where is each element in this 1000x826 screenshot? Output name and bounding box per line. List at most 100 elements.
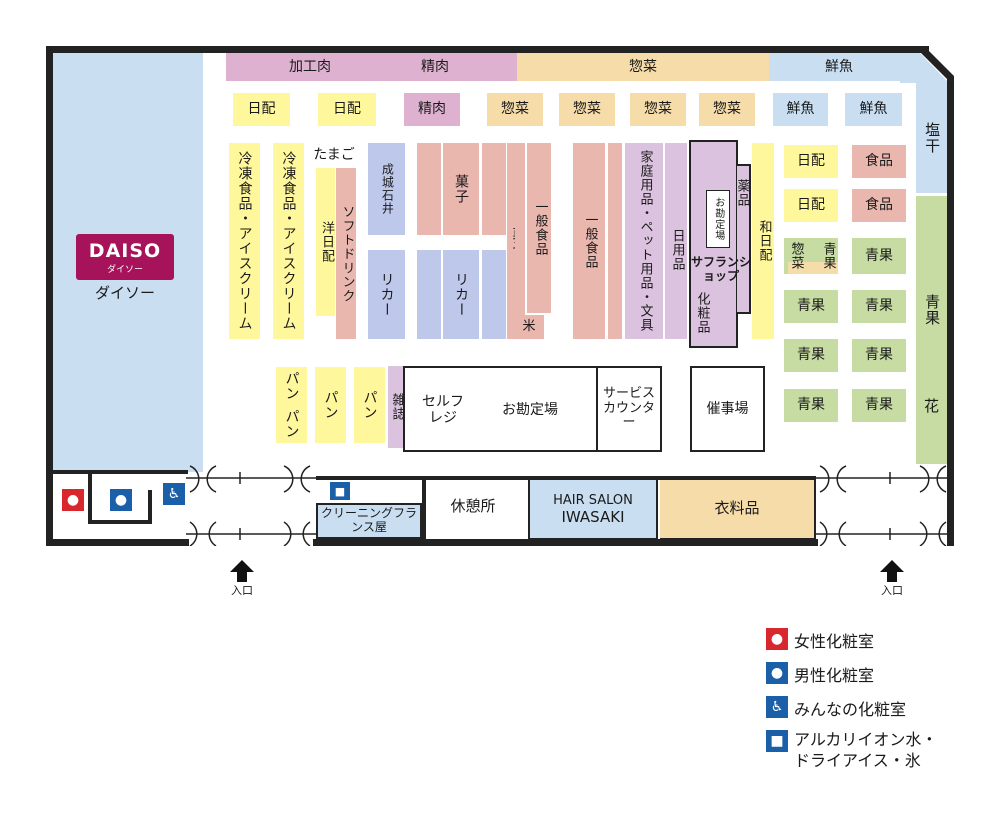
aisle-frozen-1: 冷凍食品・アイスクリーム bbox=[229, 143, 260, 339]
legend: ● 女性化粧室 ● 男性化粧室 ♿ みんなの化粧室 ■ アルカリイオン水・ ドラ… bbox=[766, 628, 986, 772]
shelf-produce-r7: 青果 bbox=[852, 389, 906, 422]
shelf-bread-3: パン bbox=[354, 367, 385, 443]
aisle-general-food-1: 一般食品 bbox=[527, 143, 551, 313]
aisle-shelf-f bbox=[608, 143, 622, 339]
legend-label: アルカリイオン水・ ドライアイス・氷 bbox=[794, 730, 938, 770]
restroom-wall-top bbox=[53, 470, 188, 474]
shelf-deli-strip bbox=[788, 262, 838, 274]
shelf-magazines: 雑誌 bbox=[388, 366, 404, 448]
restroom-wall-3 bbox=[148, 490, 152, 524]
water-ice-icon: ■ bbox=[766, 730, 788, 752]
top-band-meat bbox=[226, 53, 517, 81]
female-restroom-icon: ● bbox=[766, 628, 788, 650]
saffron-checkout: お勘定場 bbox=[706, 190, 730, 248]
shelf-produce-r2: 青果 bbox=[784, 290, 838, 323]
water-ice-icon: ■ bbox=[330, 482, 350, 500]
event-space: 催事場 bbox=[690, 366, 765, 452]
zone-dried-fish: 塩干 bbox=[916, 83, 947, 193]
aisle-liquor-2: リカー bbox=[443, 250, 479, 339]
shelf-produce-r3: 青果 bbox=[852, 290, 906, 323]
aisle-shelf-d bbox=[482, 250, 506, 339]
entrance-label-left: 入口 bbox=[231, 583, 253, 597]
wall-bottom-mid bbox=[313, 539, 818, 546]
entrance-label-right: 入口 bbox=[881, 583, 903, 597]
zone-deli: 惣菜 bbox=[517, 53, 769, 81]
shelf-produce-r1: 青果 bbox=[852, 238, 906, 274]
shelf-daily-2: 日配 bbox=[318, 93, 376, 126]
shelf-meat: 精肉 bbox=[404, 93, 460, 126]
zone-flowers-label: 花 bbox=[923, 397, 939, 416]
daiso-logo-sub: ダイソー bbox=[106, 264, 143, 275]
zone-processed-meat: 加工肉 bbox=[289, 58, 331, 75]
zone-fish: 鮮魚 bbox=[769, 53, 909, 81]
accessible-restroom-icon: ♿ bbox=[766, 696, 788, 718]
zone-produce-flowers bbox=[916, 196, 947, 464]
checkout-label: お勘定場 bbox=[502, 401, 558, 418]
daiso-logo: DAISO ダイソー bbox=[76, 234, 174, 280]
legend-item: ● 女性化粧室 bbox=[766, 628, 986, 652]
checkout-area bbox=[403, 366, 765, 452]
aisle-shelf-g bbox=[665, 143, 687, 339]
aisle-japanese-daily: 和日配 bbox=[752, 143, 774, 339]
aisle-shelf-c bbox=[482, 143, 506, 235]
shelf-bread-1 bbox=[276, 367, 307, 443]
rest-area-wall bbox=[434, 476, 496, 479]
cleaning-shop[interactable]: クリーニングフランス屋 bbox=[316, 503, 422, 539]
saffron-shop-extension bbox=[737, 164, 751, 314]
service-counter[interactable]: サービスカウンター bbox=[596, 366, 662, 452]
shelf-fish-2: 鮮魚 bbox=[845, 93, 902, 126]
legend-item: ♿ みんなの化粧室 bbox=[766, 696, 986, 720]
entrance-doors-right bbox=[816, 465, 950, 546]
shelf-bread-1-label-b: パン bbox=[283, 409, 300, 439]
shelf-deli-4: 惣菜 bbox=[699, 93, 755, 126]
daiso-logo-text: DAISO bbox=[88, 239, 162, 262]
zone-meat: 精肉 bbox=[421, 58, 449, 75]
restroom-wall-2 bbox=[88, 520, 148, 524]
entrance-arrow-left-icon bbox=[230, 560, 254, 582]
aisle-western-daily: 洋日配 bbox=[316, 168, 335, 316]
shelf-fish-1: 鮮魚 bbox=[773, 93, 828, 126]
saffron-shop-label: サフランショップ bbox=[690, 255, 751, 283]
shelf-rice: 米 bbox=[514, 315, 544, 339]
shops-divider-1 bbox=[422, 476, 426, 542]
aisle-general-food-2: 一般食品 bbox=[573, 143, 605, 339]
female-restroom-icon: ● bbox=[62, 489, 84, 511]
shelf-food-r1: 食品 bbox=[852, 145, 906, 178]
legend-label: みんなの化粧室 bbox=[794, 700, 907, 719]
aisle-soft-drinks: ソフトドリンク bbox=[336, 168, 356, 339]
male-restroom-icon: ● bbox=[766, 662, 788, 684]
daiso-label: ダイソー bbox=[94, 284, 155, 303]
aisle-shelf-b bbox=[417, 250, 441, 339]
accessible-restroom-icon: ♿ bbox=[163, 483, 185, 505]
wall-bottom-left bbox=[46, 539, 189, 546]
hair-salon[interactable]: HAIR SALON IWASAKI bbox=[528, 478, 658, 540]
shelf-produce-r5: 青果 bbox=[852, 339, 906, 372]
legend-item: ■ アルカリイオン水・ ドライアイス・氷 bbox=[766, 730, 986, 772]
entrance-doors-left bbox=[186, 465, 316, 546]
restroom-wall-1 bbox=[88, 474, 92, 524]
shelf-daily-r2: 日配 bbox=[784, 189, 838, 222]
shelf-deli-1: 惣菜 bbox=[487, 93, 543, 126]
aisle-snacks-1: 菓子 bbox=[443, 143, 479, 235]
shelf-cosmetics: 化粧品 bbox=[694, 292, 710, 334]
shelf-produce-r4: 青果 bbox=[784, 339, 838, 372]
clothing: 衣料品 bbox=[660, 478, 816, 540]
aisle-shelf-a bbox=[417, 143, 441, 235]
hair-salon-line1: HAIR SALON bbox=[553, 492, 633, 508]
shelf-deli-3: 惣菜 bbox=[630, 93, 686, 126]
shelf-deli-r: 惣菜 bbox=[788, 242, 804, 270]
aisle-frozen-2: 冷凍食品・アイスクリーム bbox=[273, 143, 304, 339]
shelf-daily-1: 日配 bbox=[233, 93, 290, 126]
shelf-produce-r6: 青果 bbox=[784, 389, 838, 422]
shelf-deli-2: 惣菜 bbox=[559, 93, 615, 126]
shelf-bread-1-label-a: パン bbox=[283, 371, 300, 401]
aisle-daily-goods: 日用品 bbox=[669, 229, 685, 271]
zone-produce-label: 青果 bbox=[923, 294, 942, 326]
shelf-pharmacy: 薬品 bbox=[734, 179, 750, 207]
fish-corner bbox=[900, 53, 947, 83]
aisle-household: 家庭用品・ペット用品・文具 bbox=[625, 143, 663, 339]
shelf-bread-2: パン bbox=[315, 367, 346, 443]
male-restroom-icon: ● bbox=[110, 489, 132, 511]
self-checkout-label: セルフレジ bbox=[422, 393, 464, 426]
shelf-daily-r1: 日配 bbox=[784, 145, 838, 178]
